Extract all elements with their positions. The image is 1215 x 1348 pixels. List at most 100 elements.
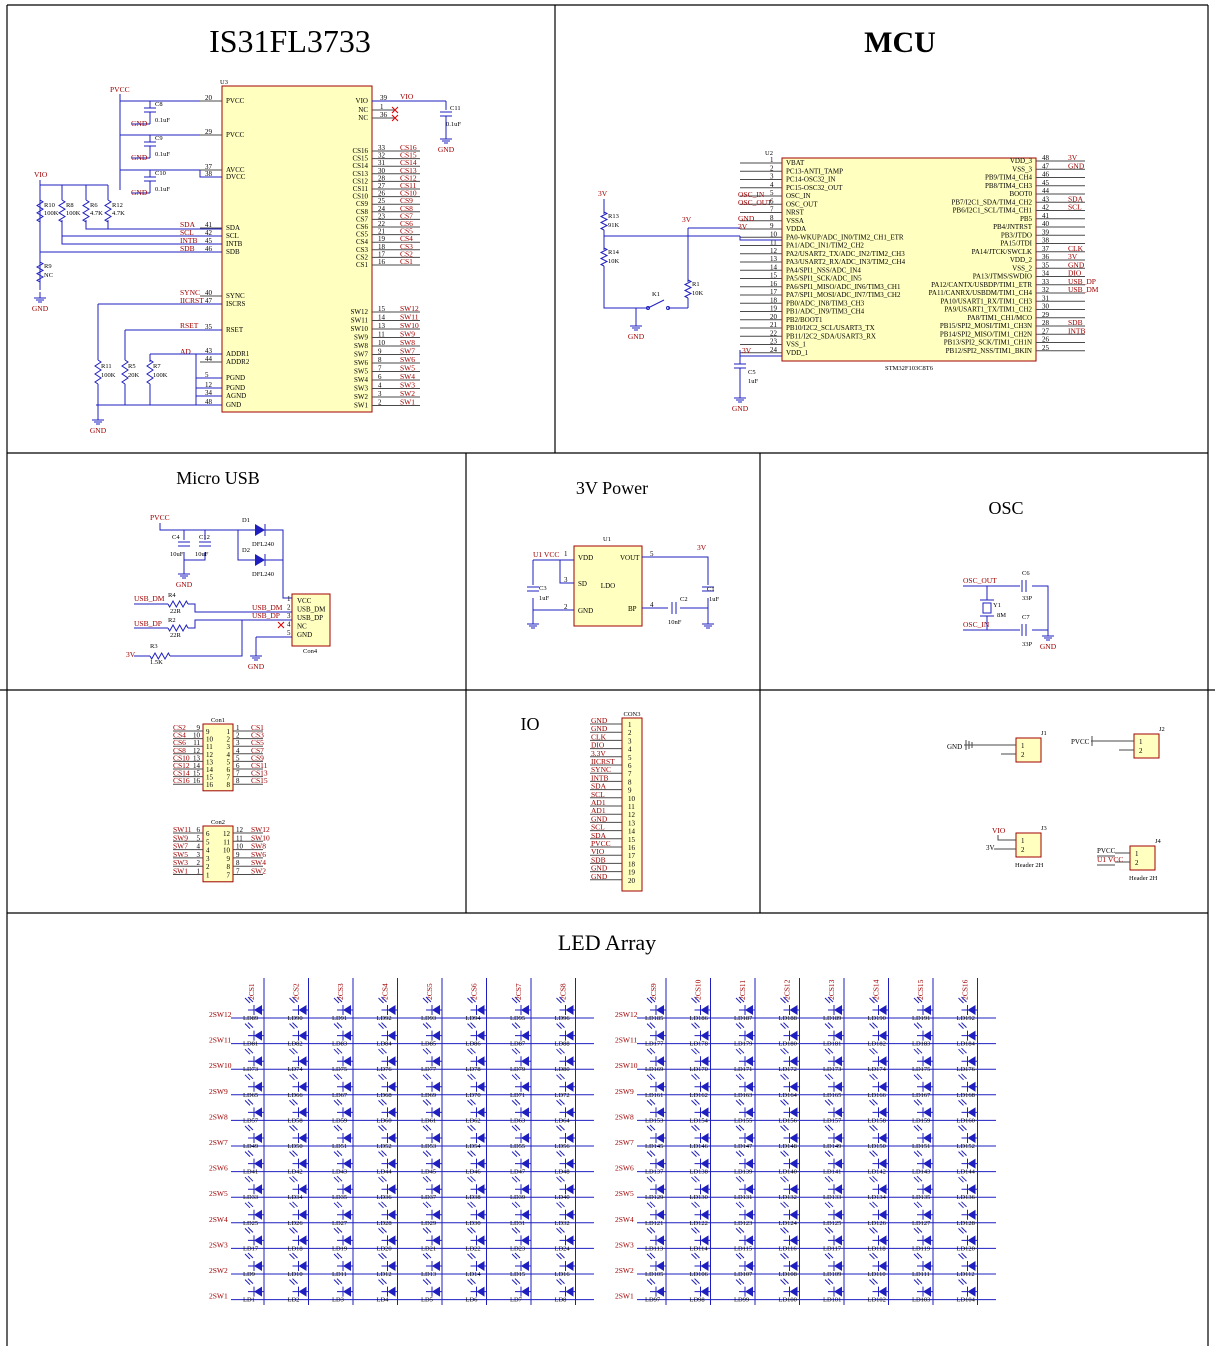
led-leads — [248, 1030, 264, 1041]
led-leads — [292, 1158, 309, 1169]
pullup-resistor — [58, 199, 66, 223]
led-diode — [656, 1005, 664, 1015]
led-leads — [694, 1030, 711, 1041]
led-ref: LD190 — [868, 1015, 886, 1022]
mcu-pin-num: 45 — [1042, 179, 1050, 187]
header-right-net: SW12 — [251, 825, 270, 834]
cap-gnd-net: GND — [131, 153, 148, 162]
mcu-pin-name: PA15/JTDI — [1000, 240, 1032, 248]
led-ref: LD94 — [466, 1015, 482, 1022]
header-inner-pin: 11 — [206, 743, 213, 751]
led-diode — [387, 1184, 396, 1195]
led-leads — [381, 1005, 398, 1015]
mcu-pin-name: OSC_OUT — [786, 200, 818, 208]
cs-net-label: CS16 — [400, 143, 417, 152]
led-light-rays — [511, 1124, 521, 1132]
led-light-rays — [913, 1022, 923, 1029]
j2-lead — [1091, 736, 1119, 746]
header-inner-pin: 13 — [206, 758, 214, 766]
led-leads — [381, 1209, 398, 1220]
usb-pvcc-net: PVCC — [150, 513, 170, 522]
led-light-rays — [646, 1099, 656, 1106]
cap-gnd-net: GND — [131, 119, 148, 128]
led-leads — [292, 1209, 309, 1220]
led-column-net: 2CS8 — [559, 983, 568, 1000]
led-ref: LD172 — [779, 1066, 797, 1073]
io-net: GND — [591, 864, 608, 873]
header-inner-pin: 1 — [227, 728, 231, 736]
header-ref: Con1 — [211, 717, 225, 724]
led-diode — [432, 1133, 440, 1143]
led-leads — [515, 1209, 531, 1220]
led-ref: LD119 — [912, 1245, 930, 1252]
is31-pin-num: 46 — [205, 245, 213, 253]
led-leads — [248, 1056, 264, 1067]
led-ref: LD18 — [288, 1245, 303, 1252]
io-net: AD1 — [591, 798, 606, 807]
c3-cap — [527, 586, 539, 592]
is31-decoupling-caps: C80.1uFGNDC90.1uFGNDC100.1uFGNDC110.1uFG… — [131, 101, 461, 197]
sw-pin-name: SW12 — [351, 308, 369, 316]
cs-net-label: CS5 — [400, 227, 413, 236]
led-diode — [387, 1107, 396, 1118]
v3-net-bottom: 3V — [742, 346, 752, 355]
ground-symbol — [734, 392, 746, 403]
led-ref: LD165 — [823, 1092, 841, 1099]
sw-pin-name: SW7 — [354, 351, 369, 359]
led-diode — [789, 1081, 798, 1092]
u1-ref: U1 — [603, 536, 611, 543]
sw-pin-num: 3 — [378, 390, 382, 398]
led-diode — [745, 1235, 753, 1246]
led-ref: LD59 — [332, 1117, 347, 1124]
led-leads — [783, 1209, 800, 1220]
res-val: 100K — [66, 210, 81, 217]
led-light-rays — [511, 1073, 521, 1081]
led-ref: LD145 — [645, 1143, 663, 1150]
header-right-pin: 8 — [236, 777, 240, 785]
cs-net-label: CS15 — [400, 151, 417, 160]
led-ref: LD40 — [555, 1194, 570, 1201]
res-val: 100K — [101, 372, 116, 379]
io-connector-body — [621, 717, 643, 892]
led-leads — [426, 1081, 442, 1092]
led-light-rays — [422, 1022, 432, 1029]
mcu-pin-num: 40 — [1042, 220, 1050, 228]
led-leads — [872, 1261, 889, 1271]
led-leads — [381, 1081, 398, 1092]
res-val: 10K — [692, 290, 704, 297]
is31fl3733-chip — [221, 85, 373, 413]
mcu-net-label: CLK — [1068, 244, 1084, 253]
led-diode — [789, 1286, 798, 1297]
led-leads — [917, 1261, 933, 1271]
led-leads — [426, 1056, 442, 1067]
res-val: 4.7K — [112, 210, 125, 217]
ldo-pin-num: 5 — [650, 550, 654, 558]
led-leads — [337, 1261, 353, 1271]
header-inner-pin: 7 — [227, 872, 231, 880]
cs-pin-num: 16 — [378, 258, 386, 266]
cs-pin-num: 28 — [378, 174, 386, 182]
led-leads — [650, 1030, 666, 1041]
led-light-rays — [646, 1047, 656, 1055]
led-diode — [343, 1005, 351, 1015]
mcu-pin-num: 44 — [1042, 187, 1050, 195]
led-light-rays — [422, 1227, 432, 1234]
led-leads — [381, 1235, 398, 1246]
led-light-rays — [958, 1227, 967, 1234]
header-right-net: SW8 — [251, 842, 266, 851]
header-right-net: SW4 — [251, 858, 266, 867]
led-leads — [961, 1184, 978, 1195]
no-connect-mark — [391, 114, 399, 122]
led-leads — [559, 1261, 576, 1271]
led-diode — [700, 1005, 709, 1015]
cap-ref: C11 — [450, 105, 461, 112]
led-leads — [828, 1184, 844, 1195]
ground-net: GND — [438, 145, 455, 154]
switch-contact — [646, 306, 650, 310]
led-leads — [694, 1235, 711, 1246]
led-light-rays — [422, 1175, 432, 1183]
led-diode — [745, 1184, 753, 1195]
led-ref: LD98 — [690, 1297, 705, 1304]
led-diode — [700, 1081, 709, 1092]
